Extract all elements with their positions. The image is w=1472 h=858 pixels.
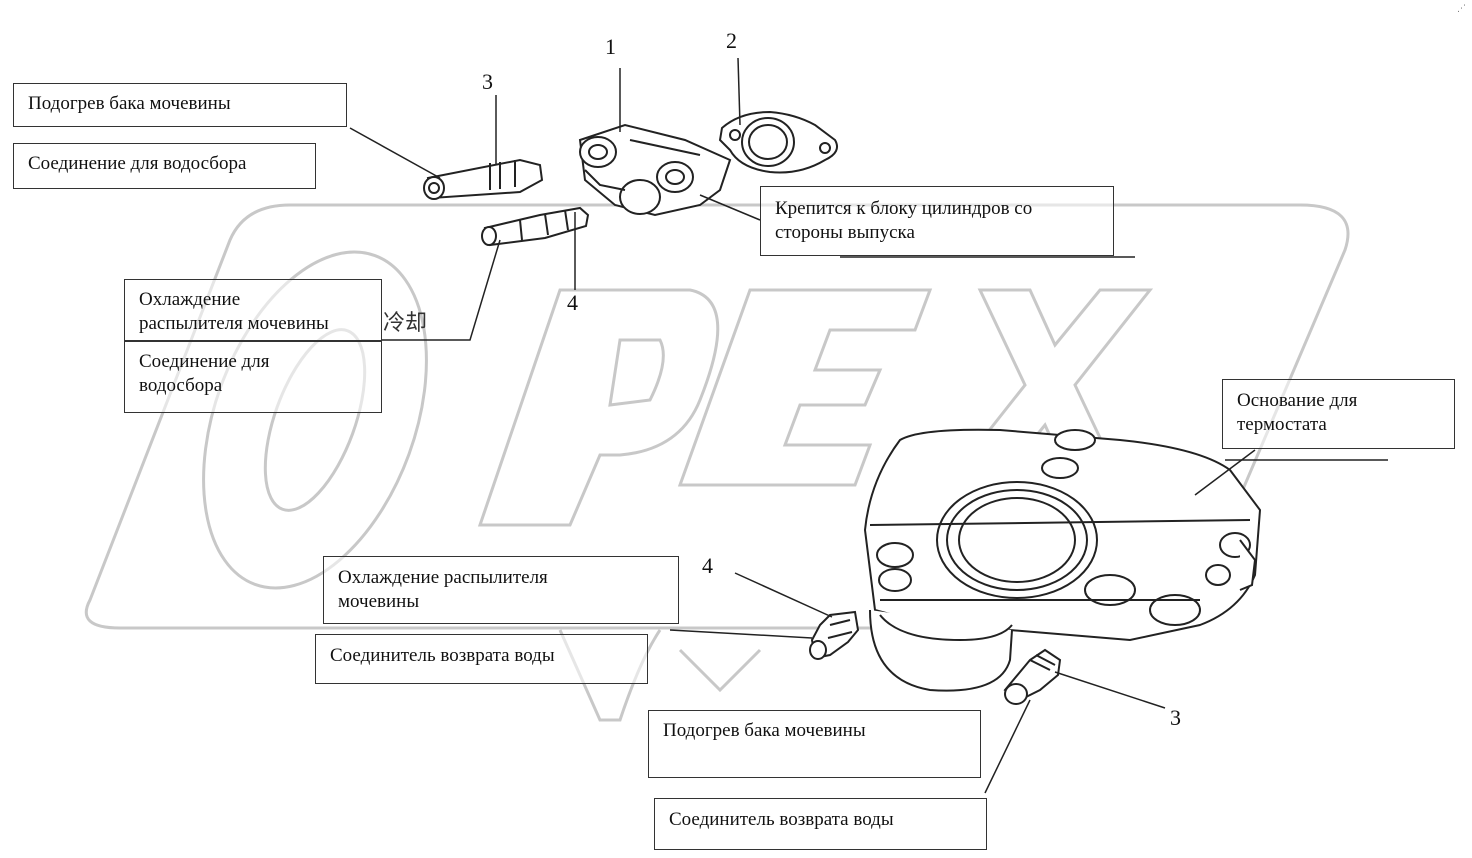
callout-number-2: 2 <box>726 28 737 53</box>
label-text: Соединитель возврата воды <box>669 809 894 830</box>
label-urea-injector-cooling-left: Охлаждение распылителя мочевины <box>124 279 382 341</box>
fitting-part-4-top <box>481 206 590 247</box>
label-text: Охлаждение распылителя мочевины <box>139 289 329 334</box>
label-text: Подогрев бака мочевины <box>28 93 231 114</box>
cjk-residual-text: 冷却 <box>383 311 428 336</box>
label-text: Охлаждение распылителя мочевины <box>338 567 548 612</box>
callout-number-4-bottom: 4 <box>702 553 713 578</box>
mounting-bracket-part <box>578 123 732 217</box>
label-thermostat-base: Основание для термостата <box>1222 379 1455 449</box>
label-text: Соединение для водосбора <box>139 351 270 396</box>
label-water-collection-connection-left: Соединение для водосбора <box>124 341 382 413</box>
label-urea-tank-heating-bottom: Подогрев бака мочевины <box>648 710 981 778</box>
label-water-return-connector-bottom-left: Соединитель возврата воды <box>315 634 648 684</box>
callout-number-3-top: 3 <box>482 69 493 94</box>
label-text: Соединитель возврата воды <box>330 645 555 666</box>
label-urea-tank-heating-top: Подогрев бака мочевины <box>13 83 347 127</box>
callout-number-4-top: 4 <box>567 290 578 315</box>
thermostat-housing-part <box>863 428 1262 692</box>
label-text: Подогрев бака мочевины <box>663 720 866 741</box>
fitting-part-4-bottom <box>809 610 860 660</box>
label-text: Крепится к блоку цилиндров со стороны вы… <box>775 198 1033 243</box>
label-text: Основание для термостата <box>1237 390 1358 435</box>
gasket-part <box>718 110 838 174</box>
corner-mark-icon: ⋰ <box>1457 4 1466 14</box>
fitting-part-3-bottom <box>1003 648 1062 705</box>
callout-number-3-bottom: 3 <box>1170 705 1181 730</box>
label-text: Соединение для водосбора <box>28 153 247 174</box>
label-urea-injector-cooling-bottom: Охлаждение распылителя мочевины <box>323 556 679 624</box>
leader-lines <box>349 57 1388 794</box>
label-water-return-connector-bottom: Соединитель возврата воды <box>654 798 987 850</box>
fitting-part-3-top <box>423 158 544 200</box>
callout-number-1: 1 <box>605 34 616 59</box>
label-water-collection-connection-top: Соединение для водосбора <box>13 143 316 189</box>
label-mounted-to-block: Крепится к блоку цилиндров со стороны вы… <box>760 186 1114 256</box>
